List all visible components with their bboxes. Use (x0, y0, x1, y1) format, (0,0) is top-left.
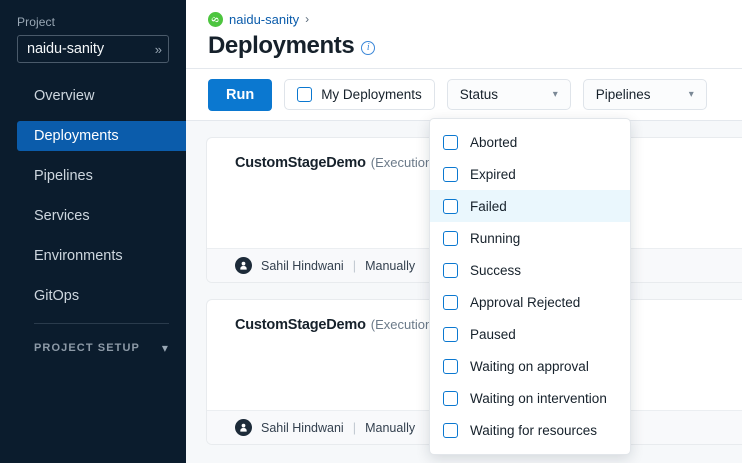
execution-id-text: (Execution Id (370, 155, 447, 170)
status-option-checkbox[interactable] (443, 198, 458, 214)
info-icon[interactable]: i (361, 41, 376, 55)
user-avatar-icon (235, 419, 252, 436)
sidebar-item-overview[interactable]: Overview (17, 81, 186, 111)
execution-title-row: CustomStageDemo (Execution Id (235, 317, 742, 333)
page-title-row: Deployments i (208, 32, 742, 60)
execution-trigger-type: Manually (365, 258, 416, 273)
status-option-waiting-on-approval[interactable]: Waiting on approval (430, 350, 630, 382)
project-name: naidu-sanity (27, 41, 104, 57)
status-option-approval-rejected[interactable]: Approval Rejected (430, 286, 630, 318)
sidebar-nav: Overview Deployments Pipelines Services … (0, 81, 186, 311)
sidebar: Project naidu-sanity » Overview Deployme… (0, 0, 186, 463)
sidebar-item-label: Overview (34, 88, 95, 104)
status-option-label: Waiting on approval (470, 358, 589, 374)
sidebar-item-label: GitOps (34, 288, 80, 304)
status-option-label: Running (470, 230, 521, 246)
sidebar-item-label: Services (34, 208, 90, 224)
breadcrumb-link-project[interactable]: naidu-sanity (229, 11, 300, 27)
pipelines-filter-dropdown[interactable]: Pipelines ▾ (582, 79, 707, 110)
status-option-label: Approval Rejected (470, 294, 581, 310)
sidebar-section-label: PROJECT SETUP (34, 342, 140, 354)
chevron-down-icon: ▾ (688, 88, 694, 100)
sidebar-item-label: Environments (34, 248, 123, 264)
page-header: naidu-sanity › Deployments i (186, 0, 742, 69)
sidebar-item-label: Pipelines (34, 168, 93, 184)
my-deployments-filter[interactable]: My Deployments (284, 79, 435, 110)
status-option-checkbox[interactable] (443, 262, 458, 278)
status-option-checkbox[interactable] (443, 358, 458, 374)
execution-pipeline-name[interactable]: CustomStageDemo (235, 155, 366, 171)
project-selector-block: Project naidu-sanity » (0, 0, 186, 63)
main-content: naidu-sanity › Deployments i Run My Depl… (186, 0, 742, 463)
status-option-label: Paused (470, 326, 516, 342)
status-option-checkbox[interactable] (443, 390, 458, 406)
chevron-down-icon: ▾ (161, 341, 169, 355)
chevron-down-icon: ▾ (552, 88, 558, 100)
status-option-running[interactable]: Running (430, 222, 630, 254)
status-option-checkbox[interactable] (443, 134, 458, 150)
status-option-checkbox[interactable] (443, 422, 458, 438)
status-option-aborted[interactable]: Aborted (430, 126, 630, 158)
execution-pipeline-name[interactable]: CustomStageDemo (235, 317, 366, 333)
sidebar-item-services[interactable]: Services (17, 201, 186, 231)
status-dropdown-menu: Aborted Expired Failed Running Success A… (429, 118, 631, 455)
page-title: Deployments (208, 32, 355, 59)
status-option-checkbox[interactable] (443, 294, 458, 310)
sidebar-divider (34, 323, 169, 324)
status-option-checkbox[interactable] (443, 166, 458, 182)
execution-title-row: CustomStageDemo (Execution Id (235, 155, 742, 171)
project-label: Project (17, 15, 56, 29)
sidebar-section-project-setup[interactable]: PROJECT SETUP ▾ (34, 341, 169, 355)
status-filter-dropdown[interactable]: Status ▾ (446, 79, 571, 110)
sidebar-item-pipelines[interactable]: Pipelines (17, 161, 186, 191)
execution-card-body: CustomStageDemo (Execution Id (207, 300, 742, 410)
status-option-paused[interactable]: Paused (430, 318, 630, 350)
status-option-label: Aborted (470, 134, 518, 150)
status-option-label: Waiting on intervention (470, 390, 607, 406)
status-filter-label: Status (459, 87, 499, 102)
status-option-failed[interactable]: Failed (430, 190, 630, 222)
status-option-waiting-on-intervention[interactable]: Waiting on intervention (430, 382, 630, 414)
execution-id-text: (Execution Id (370, 317, 447, 332)
sidebar-item-label: Deployments (34, 128, 119, 144)
status-option-label: Waiting for resources (470, 422, 598, 438)
footer-separator: | (352, 258, 357, 273)
execution-user-name: Sahil Hindwani (261, 420, 344, 435)
sidebar-item-environments[interactable]: Environments (17, 241, 186, 271)
execution-trigger-type: Manually (365, 420, 416, 435)
toolbar: Run My Deployments Status ▾ Pipelines ▾ (186, 69, 742, 121)
footer-separator: | (352, 420, 357, 435)
execution-user-name: Sahil Hindwani (261, 258, 344, 273)
user-avatar-icon (235, 257, 252, 274)
status-option-expired[interactable]: Expired (430, 158, 630, 190)
breadcrumb-separator-icon: › (305, 12, 310, 26)
my-deployments-label: My Deployments (321, 87, 422, 102)
sidebar-item-deployments[interactable]: Deployments (17, 121, 186, 151)
status-option-checkbox[interactable] (443, 326, 458, 342)
pipelines-filter-label: Pipelines (595, 87, 651, 102)
project-green-icon (208, 11, 223, 27)
status-option-label: Failed (470, 198, 507, 214)
project-select[interactable]: naidu-sanity » (17, 35, 169, 63)
chevron-double-right-icon: » (154, 41, 162, 57)
status-option-success[interactable]: Success (430, 254, 630, 286)
run-button[interactable]: Run (208, 78, 273, 111)
breadcrumb: naidu-sanity › (208, 9, 742, 29)
status-option-waiting-for-resources[interactable]: Waiting for resources (430, 414, 630, 446)
status-option-checkbox[interactable] (443, 230, 458, 246)
execution-card-body: CustomStageDemo (Execution Id (207, 138, 742, 248)
status-option-label: Expired (470, 166, 516, 182)
status-option-label: Success (470, 262, 522, 278)
sidebar-item-gitops[interactable]: GitOps (17, 281, 186, 311)
my-deployments-checkbox[interactable] (297, 87, 313, 102)
